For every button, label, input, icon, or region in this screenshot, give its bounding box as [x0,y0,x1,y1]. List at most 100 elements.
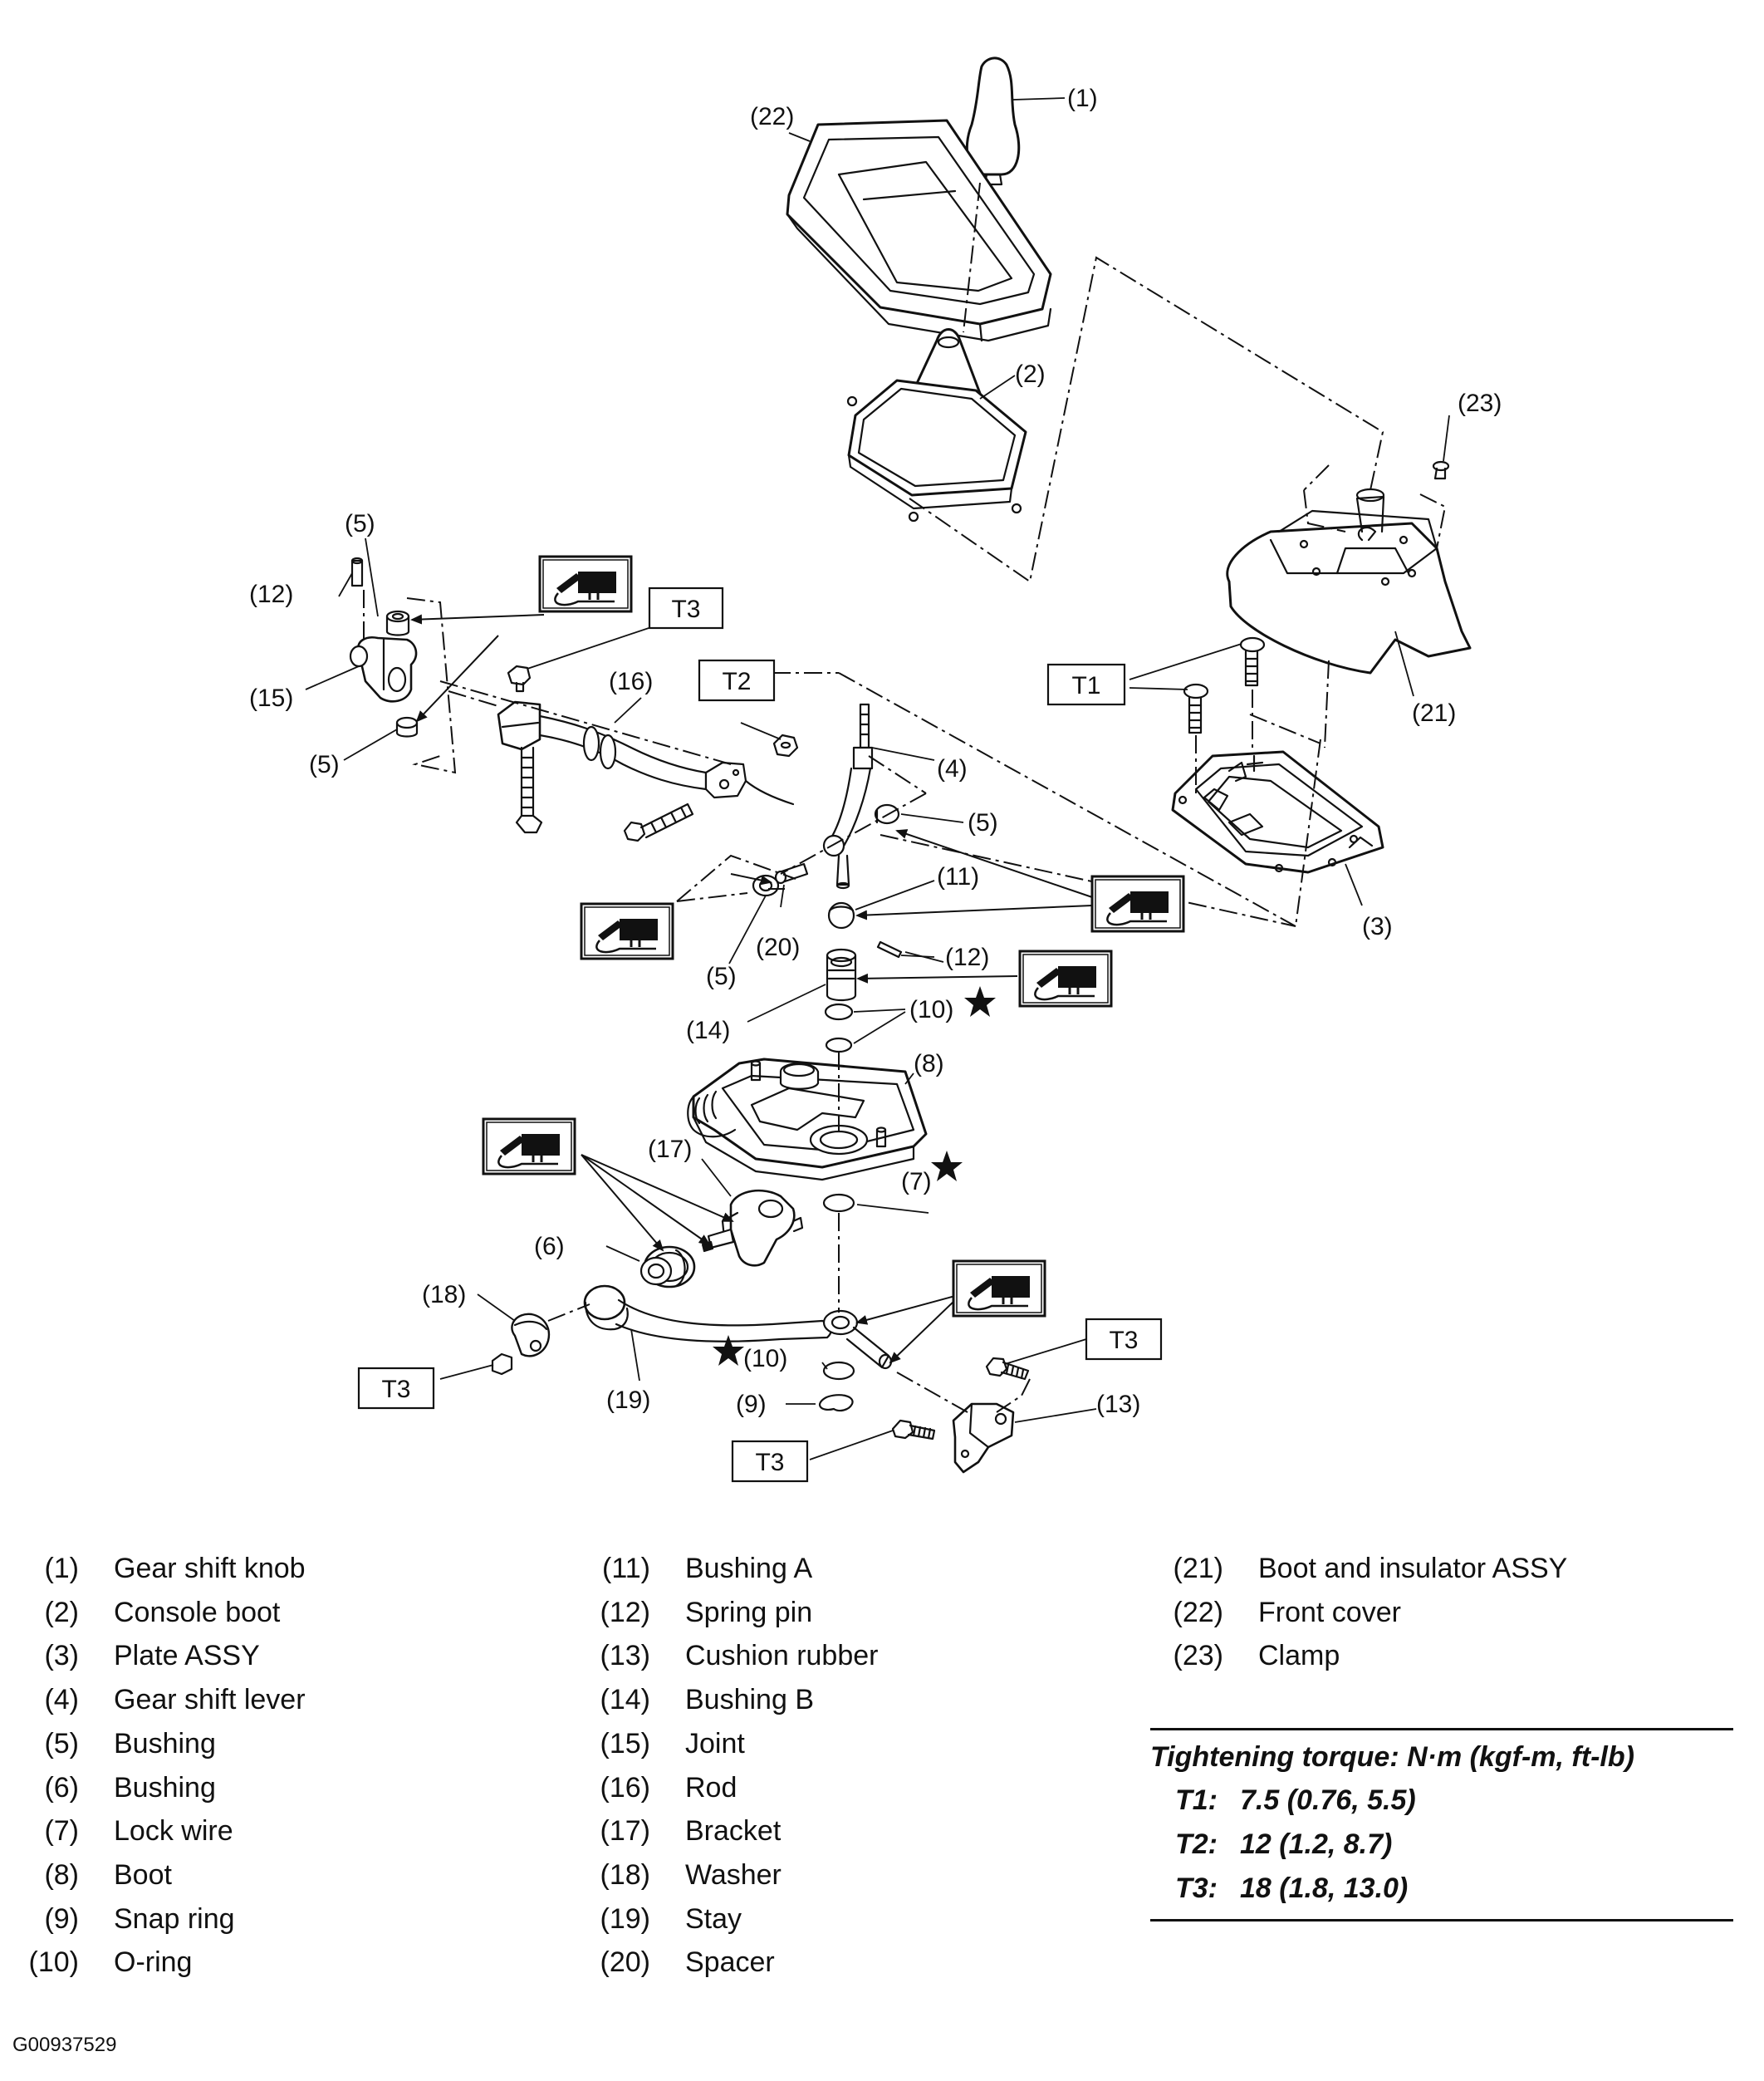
legend-row: (15)Joint [571,1722,878,1766]
legend-part-name: Boot and insulator ASSY [1258,1553,1568,1584]
grease-gun-icon-bushing-b [1018,950,1113,1008]
lock-wire [822,1193,855,1213]
callout-8: (8) [914,1050,944,1077]
callout-10-upper: (10) [909,996,953,1023]
star-mark-icon [931,1151,963,1181]
nut-t3-washer [491,1352,513,1376]
legend-part-name: Boot [114,1858,172,1891]
boot [687,1058,928,1181]
stay [583,1284,893,1370]
legend-part-name: Bracket [685,1815,782,1848]
legend-row: (13)Cushion rubber [571,1634,879,1678]
callout-labels: (1) (22) (2) (23) (21) (3) (4) (5) (11) … [249,85,1502,1418]
o-ring-lower [822,1361,855,1381]
t3-label-lower: T3 [755,1449,784,1476]
t2-label: T2 [722,668,751,695]
legend-number: (8) [44,1858,79,1891]
legend-row: (7)Lock wire [0,1809,306,1853]
legend-row: (16)Rod [571,1766,878,1810]
bushings-5-joint [385,610,419,738]
rod [497,700,795,806]
torque-row: T1: 7.5 (0.76, 5.5) [1150,1779,1733,1823]
legend-number: (10) [28,1946,79,1979]
t1-label: T1 [1071,672,1100,699]
callout-5-lever: (5) [968,809,998,837]
t3-label-rod: T3 [671,596,700,623]
legend-number: (1) [44,1553,79,1584]
t3-label-washer: T3 [381,1376,410,1403]
legend-row: (12)Spring pin [571,1591,878,1635]
legend-row: (20)Spacer [571,1941,878,1985]
torque-key: T3: [1175,1872,1218,1904]
torque-key: T2: [1175,1828,1218,1860]
legend-row: (11) Bushing A [571,1547,878,1591]
grease-gun-icon-joint [538,555,633,613]
bracket [701,1189,804,1267]
legend-number: (13) [600,1640,650,1672]
callout-9: (9) [736,1391,767,1418]
legend-part-name: Gear shift lever [114,1684,306,1716]
legend-number: (9) [44,1902,79,1935]
nut-t2 [772,734,799,758]
callout-16: (16) [609,668,653,695]
callout-leaders [305,97,1450,1423]
bolt-rod-long [623,802,694,842]
t3-box-washer [357,1367,435,1410]
washer [511,1313,551,1357]
callout-3: (3) [1362,913,1393,940]
legend-number: (2) [44,1596,79,1628]
torque-leaders [439,621,1242,1460]
callout-10-lower: (10) [743,1345,787,1372]
callout-17: (17) [648,1136,692,1163]
torque-value: 7.5 (0.76, 5.5) [1240,1784,1416,1816]
legend-row: (9)Snap ring [0,1897,306,1941]
legend-part-name: Spring pin [685,1596,813,1628]
legend-row: (6)Bushing [0,1766,306,1810]
callout-19: (19) [606,1387,650,1414]
parts-legend-column-1: (1)Gear shift knob (2)Console boot (3)Pl… [0,1547,306,1985]
callout-13: (13) [1096,1391,1140,1418]
legend-row: (1) Gear shift knob [0,1547,306,1591]
callout-23: (23) [1458,390,1502,417]
legend-part-name: Washer [685,1858,782,1891]
grease-gun-icon-bracket [482,1117,576,1175]
leader-arrows [410,614,1093,1364]
legend-part-name: Gear shift knob [114,1553,306,1584]
callout-12-left: (12) [249,581,293,608]
legend-number: (11) [602,1553,650,1584]
torque-key: T1: [1175,1784,1218,1816]
o-rings-upper [824,1003,854,1053]
spring-pin-left [350,557,364,587]
legend-part-name: Lock wire [114,1815,233,1848]
callout-15: (15) [249,685,293,712]
spacer-20 [774,862,809,885]
parts-legend-column-2: (11) Bushing A (12)Spring pin (13)Cushion… [571,1547,879,1985]
t3-label-right: T3 [1109,1327,1138,1354]
legend-part-name: Stay [685,1902,742,1935]
callout-2: (2) [1015,361,1046,388]
callout-21: (21) [1412,699,1456,727]
legend-row: (5)Bushing [0,1722,306,1766]
spring-pin-center [876,940,903,959]
callout-18: (18) [422,1281,466,1308]
tightening-torque-table: Tightening torque: N·m (kgf-m, ft-lb) T1… [1150,1728,1733,1921]
joint [349,636,418,703]
callout-1: (1) [1067,85,1098,112]
torque-tag-boxes [357,587,1163,1483]
legend-part-name: Spacer [685,1946,775,1979]
callout-22: (22) [750,103,794,130]
star-mark-icon [964,986,996,1017]
torque-title: Tightening torque: N·m (kgf-m, ft-lb) [1150,1741,1634,1773]
callout-5-bottom: (5) [309,751,340,778]
legend-part-name: Rod [685,1771,737,1804]
legend-part-name: Console boot [114,1596,281,1628]
legend-part-name: Bushing A [685,1553,813,1584]
legend-row: (2) Console boot [0,1591,306,1635]
bolt-t3-right [985,1357,1030,1381]
legend-part-name: Front cover [1258,1596,1401,1628]
legend-row: (17)Bracket [571,1809,878,1853]
callout-5-spacer: (5) [706,963,737,990]
star-mark-icons [713,986,996,1366]
legend-row: (22)Front cover [1144,1591,1567,1635]
